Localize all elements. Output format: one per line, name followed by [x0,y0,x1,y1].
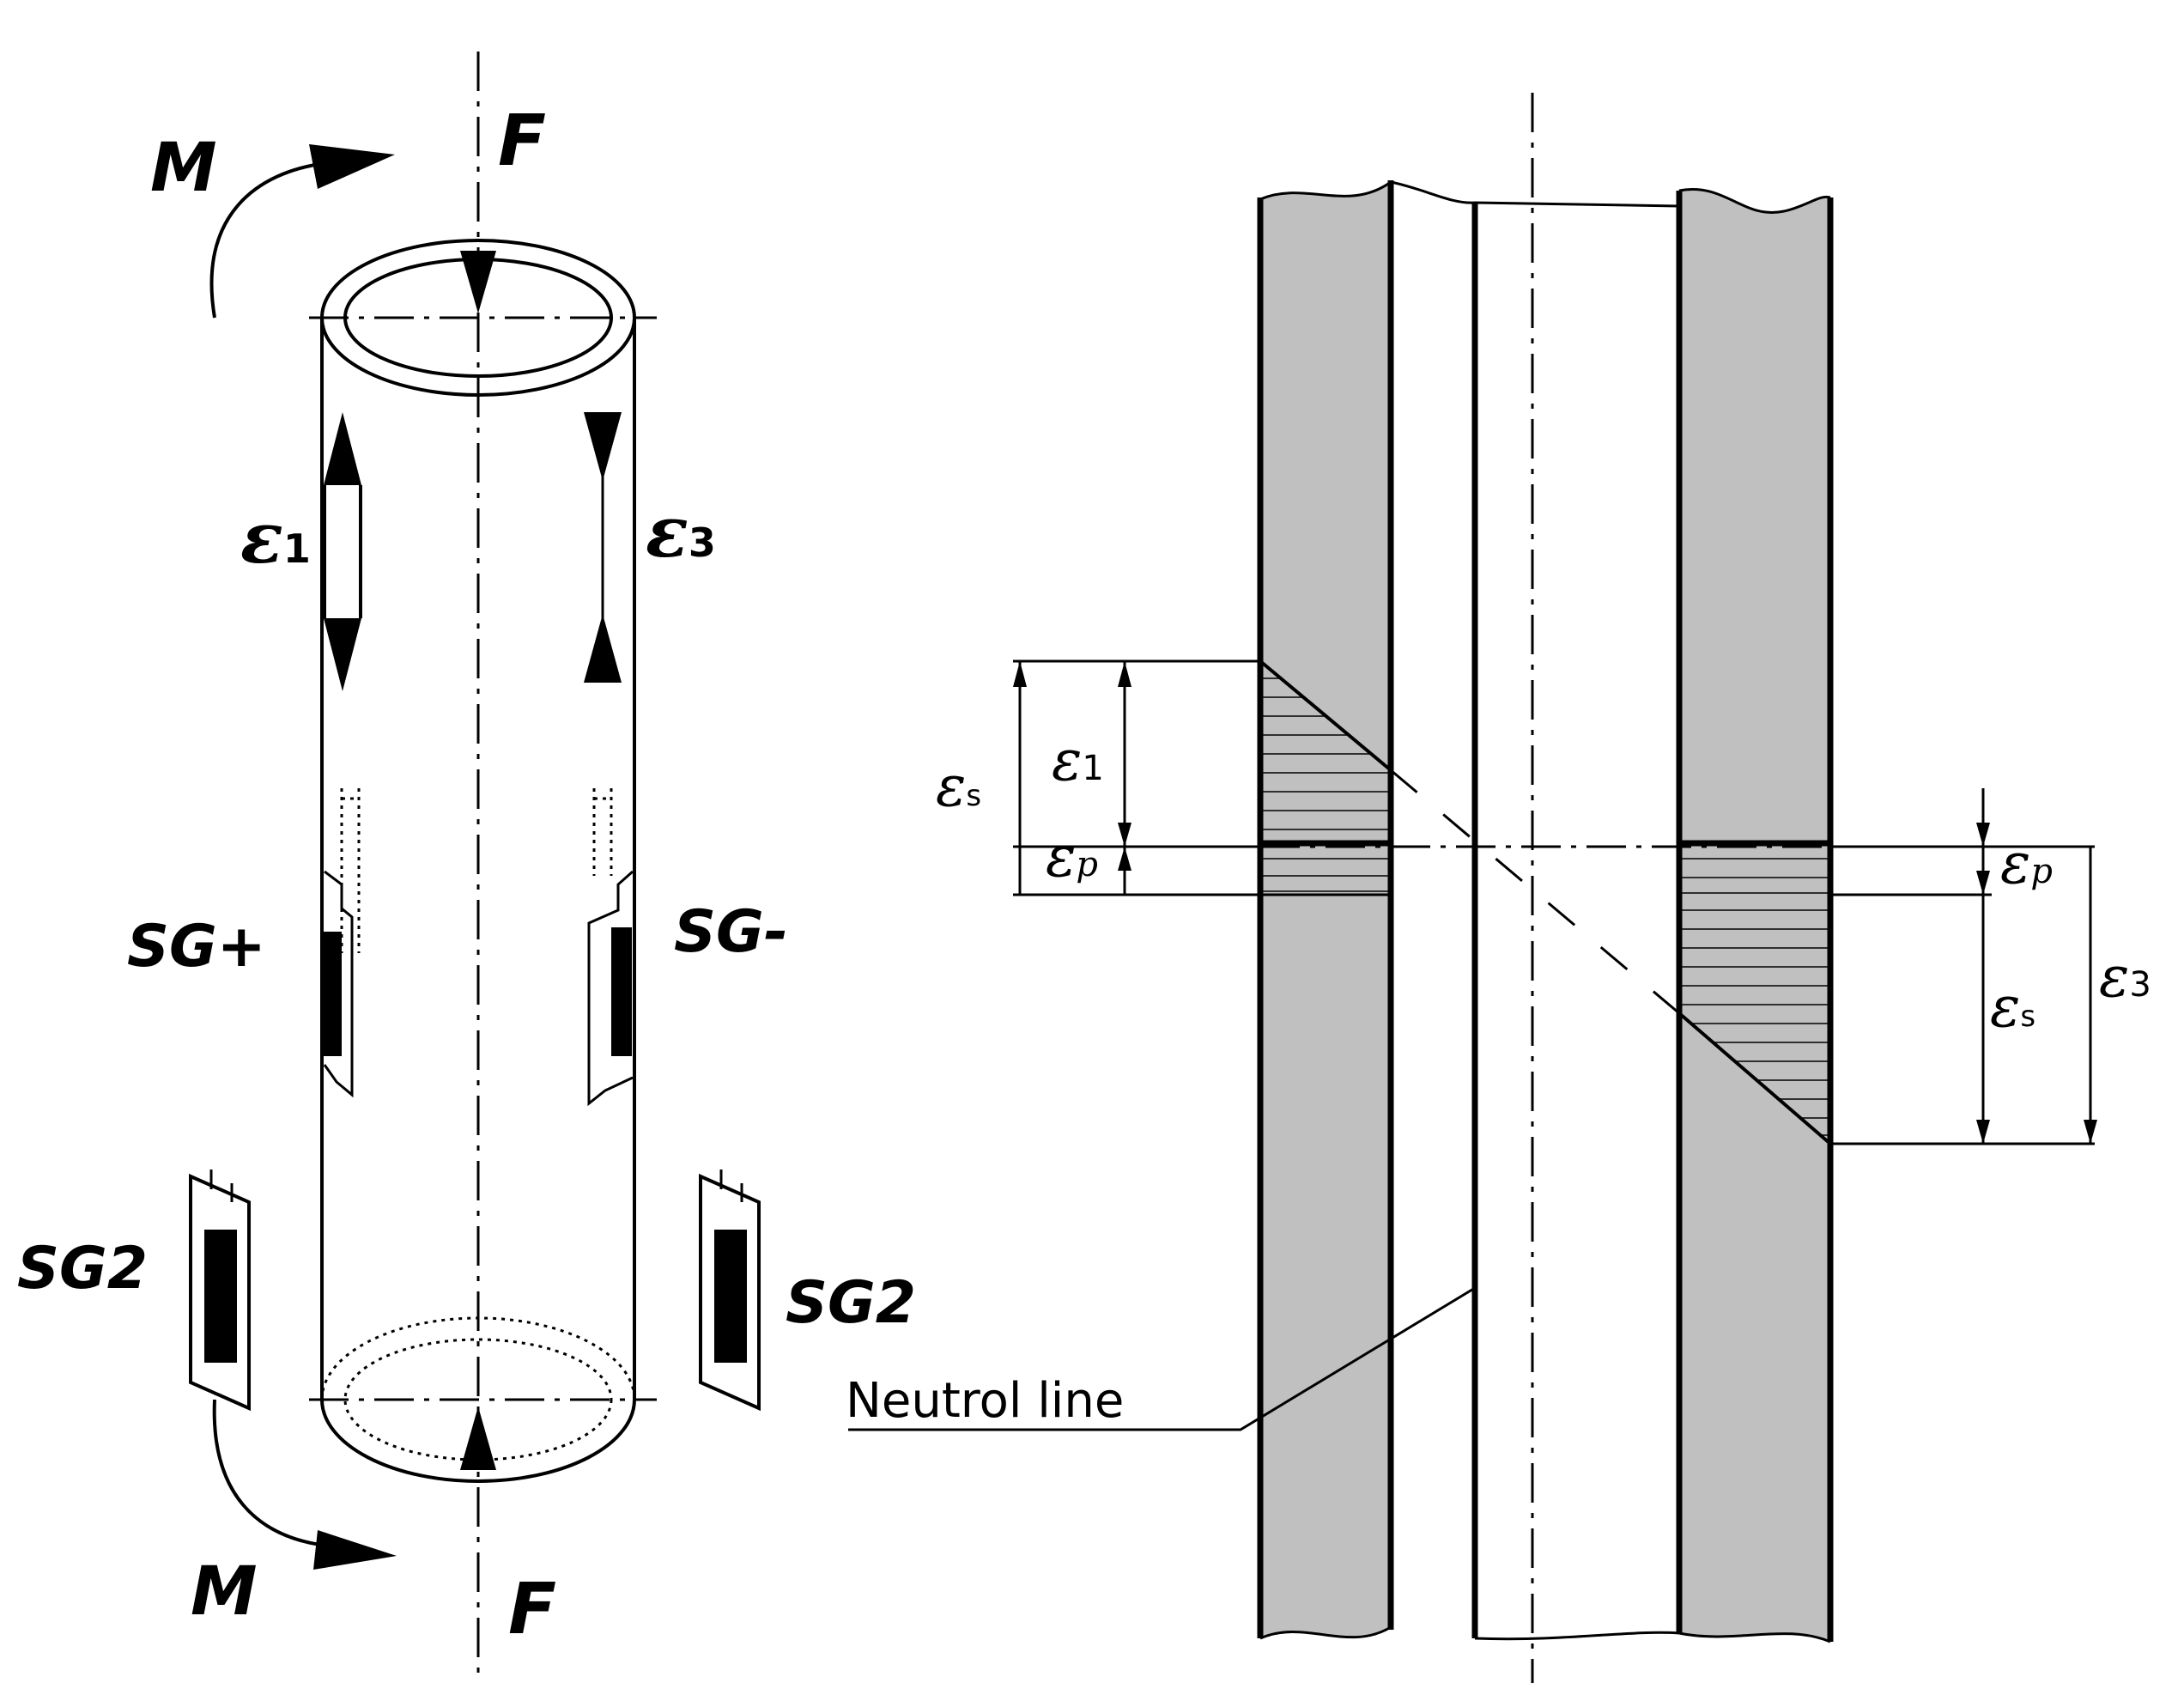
strain-gauge-plus [323,788,361,1098]
gauge2-left-label: SG2 [17,1235,148,1303]
moment-bottom-arc [212,1399,327,1547]
gauge-minus-label: SG- [674,898,788,966]
strain-gauge-2-right [699,1169,761,1412]
moment-top-arrowhead [309,144,395,189]
left-wall-top-edge [1259,180,1392,201]
eps-s-left-label: εs [936,753,981,819]
moment-top-label: M [150,130,217,207]
strain-gradient-dashed [1390,769,1680,1015]
strain-label-1: ε1 [240,497,311,580]
strain-gauge-2-left [189,1169,251,1412]
bore-bottom-edge [1474,1631,1680,1641]
moment-bottom-label: M [191,1553,258,1631]
right-wall [1679,189,1830,1643]
eps-p-left-label: εp [1046,823,1098,890]
force-bottom-label: F [508,1569,556,1650]
right-wall-bottom-edge [1678,1631,1831,1643]
neutral-line-label: Neutrol line [846,1373,1124,1429]
eps-s-right-label: εs [1990,974,2035,1040]
eps-3-label: ε3 [2099,944,2151,1010]
force-bottom-arrowhead [460,1406,496,1470]
force-top-arrowhead [460,251,496,313]
strain-arrow-left [323,412,362,691]
strain-arrow-right [584,412,622,683]
strain-gradient-left [1259,659,1392,772]
cross-section-figure: εs ε1 εp εp εs ε3 Neutrol line [846,93,2151,1683]
moment-top-arc [209,161,327,319]
strain-label-3: ε3 [646,491,716,574]
left-wall-bottom-edge [1259,1625,1392,1640]
gauge-plus-label: SG+ [127,913,266,981]
dimension-left [1013,659,1391,896]
tube-bottom-front-arc [320,1399,636,1483]
left-wall [1260,182,1391,1638]
right-wall-top-edge [1678,188,1831,214]
bore-top-edge [1390,180,1680,208]
eps-1-label: ε1 [1052,727,1104,793]
dimension-right [1830,788,2097,1145]
gauge2-right-label: SG2 [786,1269,916,1337]
moment-bottom-arrowhead [313,1530,397,1570]
force-top-label: F [498,100,546,182]
strain-gauge-minus [587,788,634,1107]
eps-p-right-label: εp [2000,830,2053,896]
strain-gradient-right [1677,1012,1832,1145]
neutral-line-leader [848,1286,1476,1431]
tube-figure: M F M F ε1 ε3 SG+ SG- SG2 SG2 [17,52,916,1674]
